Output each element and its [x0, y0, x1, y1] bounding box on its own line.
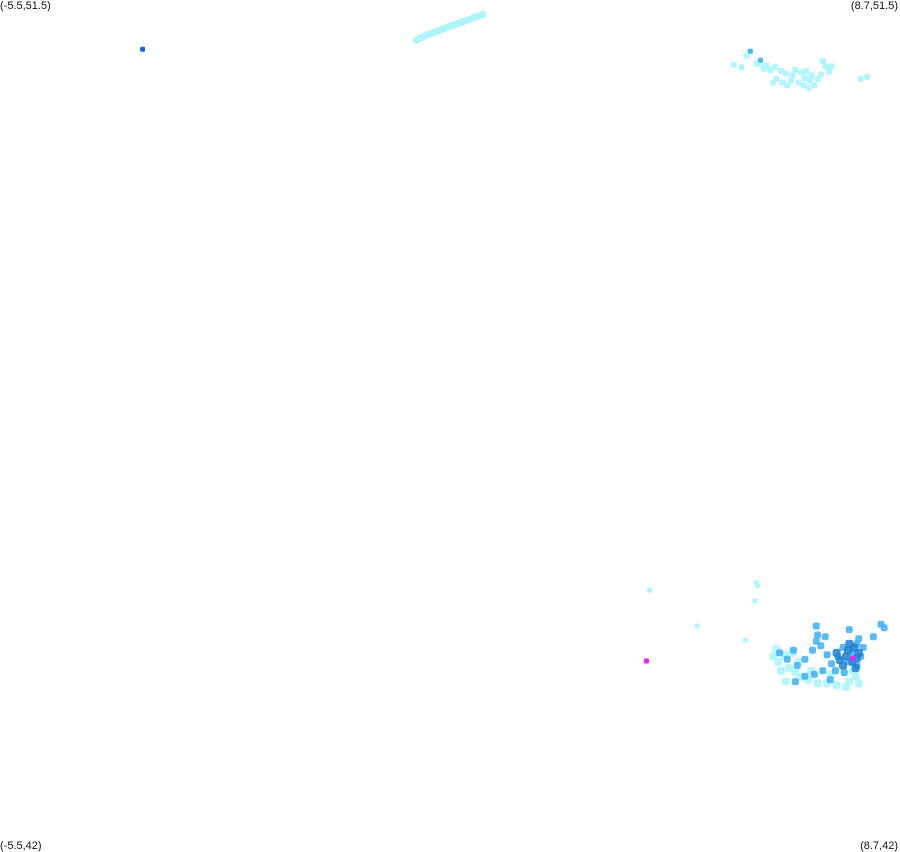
high-density-layer — [832, 639, 863, 673]
data-point — [814, 75, 821, 82]
data-point — [801, 75, 808, 81]
data-point — [842, 652, 851, 661]
data-point — [694, 623, 700, 629]
data-point — [826, 676, 834, 684]
data-point — [779, 79, 786, 86]
corner-label-bottom-left: (-5.5,42) — [0, 840, 42, 852]
data-point — [869, 633, 877, 641]
data-point — [800, 82, 807, 89]
data-point — [828, 660, 835, 668]
data-point — [831, 667, 839, 675]
data-point — [793, 662, 801, 669]
data-point — [828, 63, 835, 70]
data-point — [801, 655, 809, 663]
data-point — [730, 61, 737, 68]
data-point — [819, 58, 826, 64]
data-point — [781, 677, 790, 686]
data-point — [772, 64, 779, 71]
data-point — [812, 637, 820, 645]
data-point — [857, 75, 864, 82]
data-point — [767, 67, 774, 73]
mid-density-layer — [747, 48, 888, 686]
data-point — [801, 672, 809, 680]
data-point — [808, 72, 815, 79]
data-point — [832, 648, 841, 657]
data-point — [845, 626, 853, 634]
route-streak-layer — [412, 10, 487, 44]
data-point — [788, 77, 794, 84]
data-point — [791, 668, 800, 677]
data-point — [743, 52, 750, 59]
outlier-point — [140, 46, 146, 52]
data-point — [810, 670, 818, 678]
data-point — [807, 77, 813, 84]
data-point — [805, 84, 812, 91]
data-point — [813, 679, 822, 688]
data-point — [752, 598, 758, 604]
outlier-point — [644, 658, 649, 664]
data-point — [770, 79, 777, 86]
data-point — [826, 68, 832, 75]
data-point — [774, 657, 783, 666]
data-point — [798, 69, 805, 76]
data-point — [817, 71, 824, 78]
data-point — [854, 648, 863, 657]
data-point — [814, 631, 822, 639]
data-point — [845, 639, 854, 648]
data-point — [783, 655, 791, 663]
data-point — [845, 677, 854, 686]
data-point — [809, 646, 816, 654]
data-point — [855, 635, 863, 643]
data-point — [839, 661, 847, 670]
data-point — [742, 637, 748, 643]
data-point — [785, 664, 794, 673]
corner-label-top-right: (8.7,51.5) — [850, 0, 898, 12]
data-point — [790, 646, 797, 654]
data-point — [821, 633, 829, 641]
data-point — [854, 679, 863, 688]
data-point — [811, 82, 818, 89]
data-point — [782, 70, 789, 77]
data-point — [819, 667, 827, 675]
highlight-point — [850, 655, 855, 661]
data-point — [754, 583, 760, 589]
data-point — [795, 79, 802, 86]
data-point — [791, 678, 799, 686]
data-point — [738, 64, 745, 71]
data-point — [760, 66, 767, 73]
outlier-layer — [140, 46, 855, 664]
data-point — [844, 646, 852, 655]
route-streak — [412, 10, 487, 44]
data-point — [832, 681, 841, 690]
data-point — [812, 622, 820, 630]
data-point — [647, 587, 653, 593]
data-point — [792, 67, 799, 73]
data-point — [777, 67, 784, 74]
data-point — [747, 48, 753, 54]
corner-label-top-left: (-5.5,51.5) — [0, 0, 51, 12]
data-point — [823, 651, 831, 659]
data-point — [880, 624, 888, 632]
data-point — [776, 666, 785, 675]
data-point — [789, 72, 796, 79]
corner-label-bottom-right: (8.7,42) — [860, 840, 898, 852]
data-point — [758, 57, 764, 63]
data-point — [840, 669, 848, 677]
data-point — [803, 67, 810, 74]
data-point — [851, 664, 860, 673]
data-point — [822, 63, 829, 70]
data-point — [864, 74, 870, 81]
data-point — [776, 649, 784, 657]
